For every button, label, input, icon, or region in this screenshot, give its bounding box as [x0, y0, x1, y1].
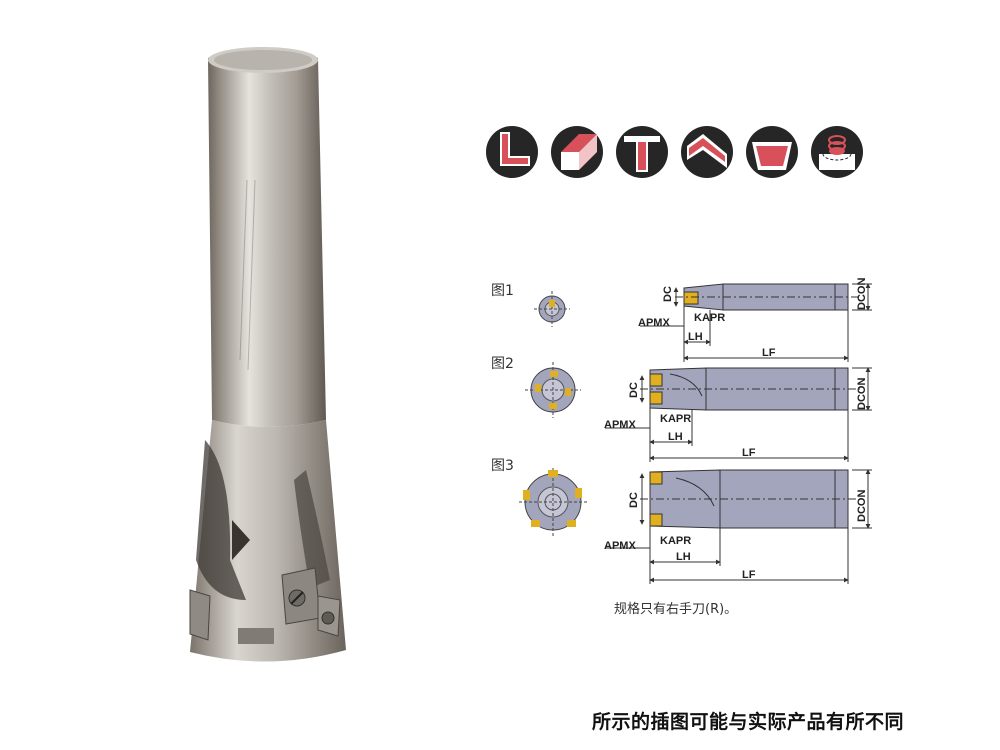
technical-drawings: DC DCON APMX KAPR LH LF	[519, 278, 872, 584]
figure-1-drawing: DC DCON APMX KAPR LH LF	[534, 278, 872, 362]
operation-icons	[486, 126, 863, 178]
end-mill-photo	[189, 47, 346, 662]
figure-1-label: 图1	[491, 283, 514, 299]
figure-3-label: 图3	[491, 458, 514, 474]
figure-1-dc-label: DC	[662, 286, 674, 302]
figure-2-lf-label: LF	[742, 447, 756, 459]
figure-2-label: 图2	[491, 356, 514, 372]
figure-1-side-view: DC DCON APMX KAPR LH LF	[638, 278, 872, 362]
figure-1-dcon-label: DCON	[856, 278, 868, 310]
figure-2-end-view	[525, 362, 581, 418]
figure-2-dc-label: DC	[628, 382, 640, 398]
figure-3-kapr-label: KAPR	[660, 535, 691, 547]
figure-3-side-view: DC DCON APMX KAPR LH LF	[604, 469, 872, 584]
figure-2-lh-label: LH	[668, 431, 683, 443]
figure-3-drawing: DC DCON APMX KAPR LH LF	[519, 468, 872, 584]
slotting-icon	[616, 126, 668, 178]
figure-2-dcon-label: DCON	[856, 378, 868, 410]
shoulder-milling-icon	[486, 126, 538, 178]
figure-3-dcon-label: DCON	[856, 490, 868, 522]
figure-3-end-view	[519, 468, 587, 536]
figure-2-kapr-label: KAPR	[660, 413, 691, 425]
figure-2-apmx-label: APMX	[604, 419, 636, 431]
illustration-disclaimer: 所示的插图可能与实际产品有所不同	[592, 711, 905, 733]
figure-3-dc-label: DC	[628, 492, 640, 508]
figure-1-apmx-label: APMX	[638, 317, 670, 329]
figure-1-lh-label: LH	[688, 331, 703, 343]
figure-3-apmx-label: APMX	[604, 540, 636, 552]
figure-2-side-view: DC DCON APMX KAPR LH LF	[604, 367, 872, 462]
face-milling-icon	[551, 126, 603, 178]
figure-1-end-view	[534, 291, 570, 327]
pocketing-icon	[746, 126, 798, 178]
helical-interpolation-icon	[811, 126, 863, 178]
figure-2-drawing: DC DCON APMX KAPR LH LF	[525, 362, 872, 462]
figure-3-lh-label: LH	[676, 551, 691, 563]
figure-1-lf-label: LF	[762, 347, 776, 359]
figure-3-lf-label: LF	[742, 569, 756, 581]
right-hand-note: 规格只有右手刀(R)。	[614, 602, 738, 617]
ramping-icon	[681, 126, 733, 178]
